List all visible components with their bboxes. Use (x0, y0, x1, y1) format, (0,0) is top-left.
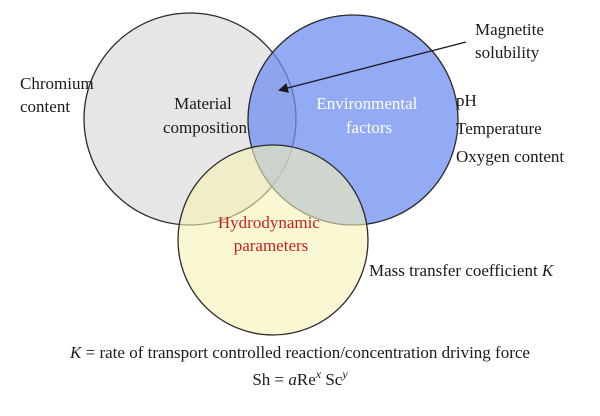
environmental-factors-label: Environmental factors (316, 94, 421, 137)
hydrodynamic-parameters-label: Hydrodynamic parameters (218, 213, 324, 255)
mass-transfer-coefficient-label: Mass transfer coefficient K (369, 261, 555, 280)
formula-k-definition: K = rate of transport controlled reactio… (69, 343, 530, 362)
formula-sherwood: Sh = aRex Scy (252, 367, 348, 389)
magnetite-solubility-label: Magnetite solubility (475, 20, 548, 62)
env-list-item: pH (456, 91, 477, 110)
environmental-factor-list: pH Temperature Oxygen content (456, 91, 564, 166)
magnetite-arrow (278, 41, 467, 93)
hydrodynamic-parameters-circle (177, 144, 369, 336)
env-list-item: Temperature (456, 119, 542, 138)
material-composition-label: Material composition (163, 94, 248, 137)
chromium-content-label: Chromium content (20, 74, 98, 116)
env-list-item: Oxygen content (456, 147, 564, 166)
